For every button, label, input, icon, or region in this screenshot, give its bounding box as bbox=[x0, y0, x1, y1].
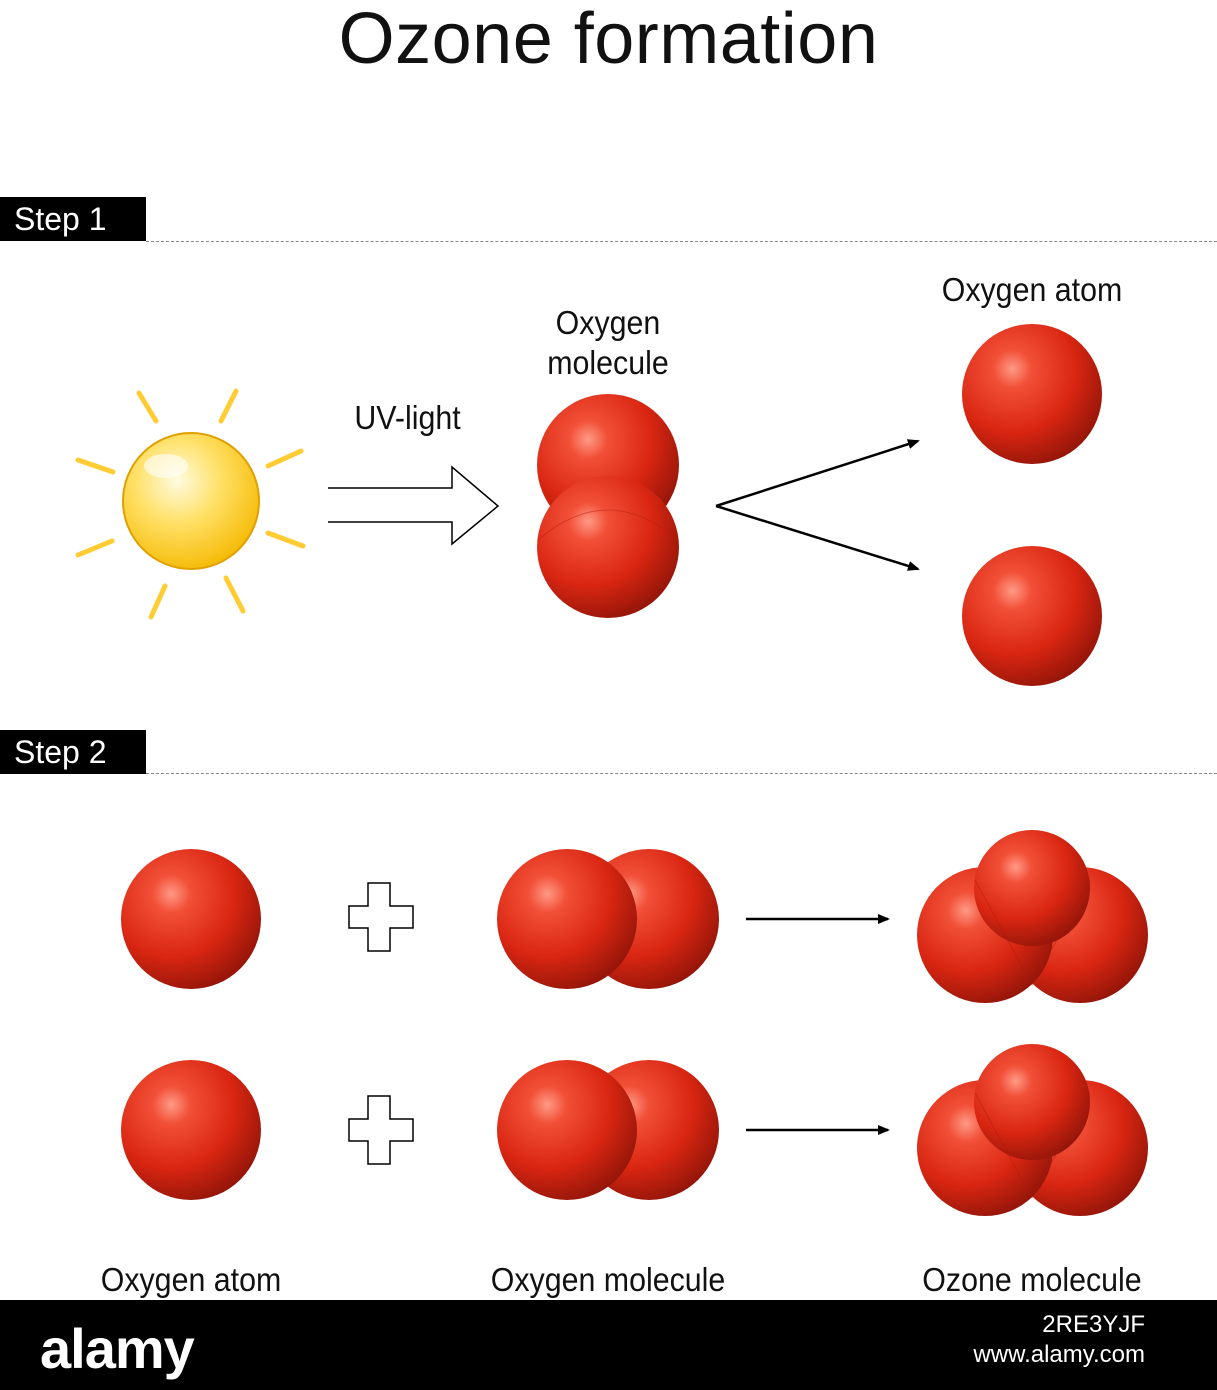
oxygen-molecule-row2 bbox=[497, 1060, 719, 1200]
oxygen-molecule-step1 bbox=[537, 394, 679, 618]
oxygen-molecule-label: Oxygen molecule bbox=[490, 1261, 726, 1298]
alamy-logo: alamy bbox=[40, 1317, 195, 1380]
ozone-molecule-row2 bbox=[917, 1044, 1148, 1216]
sun-icon bbox=[75, 388, 306, 620]
image-url: www.alamy.com bbox=[973, 1341, 1145, 1368]
oxygen-atom-row2 bbox=[121, 1060, 261, 1200]
plus-icon bbox=[348, 1095, 414, 1165]
watermark-footer: alamy 2RE3YJF www.alamy.com bbox=[0, 1300, 1217, 1390]
oxygen-molecule-label-step1: Oxygen molecule bbox=[547, 304, 669, 381]
step-1-tag: Step 1 bbox=[0, 197, 146, 241]
image-id-text: 2RE3YJF bbox=[1042, 1311, 1145, 1338]
ozone-molecule-label: Ozone molecule bbox=[922, 1261, 1142, 1298]
image-id: 2RE3YJF www.alamy.com bbox=[973, 1310, 1145, 1370]
oxygen-atom-row1 bbox=[121, 849, 261, 989]
step-1-divider bbox=[146, 241, 1217, 242]
ozone-diagram bbox=[75, 324, 1148, 1216]
oxygen-atom-bottom bbox=[962, 546, 1102, 686]
uv-light-label: UV-light bbox=[354, 399, 461, 436]
split-arrows bbox=[715, 439, 920, 571]
plus-icon bbox=[348, 882, 414, 952]
page-title: Ozone formation bbox=[338, 0, 879, 79]
step-2-divider bbox=[146, 773, 1217, 774]
ozone-molecule-row1 bbox=[917, 830, 1148, 1003]
step-2-tag: Step 2 bbox=[0, 730, 146, 774]
uv-arrow-icon bbox=[328, 465, 500, 546]
oxygen-atom-label-step1: Oxygen atom bbox=[941, 271, 1123, 308]
oxygen-molecule-row1 bbox=[497, 849, 719, 989]
oxygen-atom-top bbox=[962, 324, 1102, 464]
oxygen-atom-label: Oxygen atom bbox=[100, 1261, 282, 1298]
